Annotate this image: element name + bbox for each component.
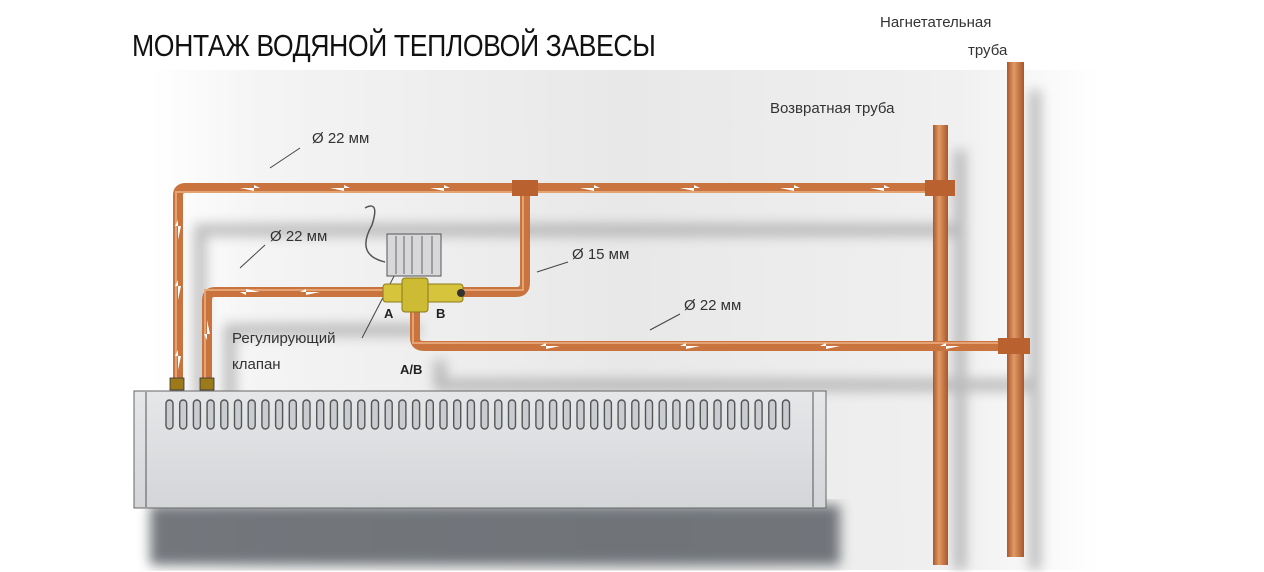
vent-slot [165,399,174,430]
vent-slot [220,399,229,430]
curtain-shadow [150,505,840,565]
vent-slot [768,399,777,430]
vent-slot [740,399,750,430]
lower-pipe-diameter: Ø 22 мм [684,297,742,314]
mid-pipe-diameter: Ø 22 мм [270,228,328,245]
vent-slot [699,399,708,430]
top-pipe [173,183,935,382]
port-b-label: B [436,306,446,321]
vent-slot [466,399,476,430]
vent-slot [192,399,202,430]
vent-slot [576,399,585,430]
vent-slot [672,399,681,430]
valve-body [382,277,465,313]
vent-slot [370,399,380,430]
vent-slot [494,399,503,430]
vent-slot [603,399,613,430]
mid-pipe [202,287,392,382]
vent-slot [247,399,256,430]
valve-actuator [386,233,442,277]
vent-slot [329,399,339,430]
valve-label-2: клапан [232,356,281,373]
vent-slot [384,399,393,430]
valve-label: Регулирующий [232,330,336,347]
pipe-shadows [194,90,1041,570]
vent-slot [535,399,544,430]
vent-slot [398,399,407,430]
vent-slot [644,399,654,430]
bypass-diameter: Ø 15 мм [572,246,630,263]
vent-slot [480,399,489,430]
top-pipe-diameter: Ø 22 мм [312,130,370,147]
port-ab-label: A/B [400,362,423,377]
flow-arrows [175,185,960,370]
vent-slot [548,399,558,430]
vent-slot [288,399,297,430]
vent-slot [658,399,667,430]
vent-slot [206,399,215,430]
vent-slot [233,399,243,430]
vent-slot [685,399,695,430]
vent-slot [781,399,791,430]
vent-slot [713,399,722,430]
vent-slot [425,399,434,430]
vent-slot [274,399,284,430]
vent-slot [631,399,640,430]
vent-slot [562,399,571,430]
vent-slot [302,399,311,430]
tee-fitting [512,180,538,196]
vent-slot [261,399,270,430]
vent-slot [178,399,188,430]
actuator-cable [364,205,386,263]
supply-pipe [1007,62,1024,557]
vent-slot [521,399,530,430]
vent-slot [357,399,366,430]
port-a-label: A [384,306,394,321]
return-pipe-label: Возвратная труба [770,100,895,117]
vent-slot [316,399,325,430]
supply-pipe-label: Нагнетательная [880,14,992,31]
page-title: МОНТАЖ ВОДЯНОЙ ТЕПЛОВОЙ ЗАВЕСЫ [132,28,656,63]
supply-pipe-label-2: труба [968,42,1008,59]
vent-slot [439,399,448,430]
vent-slot [411,399,421,430]
vent-slot [343,399,352,430]
vent-slot [507,399,517,430]
vent-slot [617,399,626,430]
vent-slot [453,399,462,430]
air-curtain [133,377,827,509]
vent-slot [590,399,599,430]
vent-slot [727,399,736,430]
vent-slot [754,399,763,430]
